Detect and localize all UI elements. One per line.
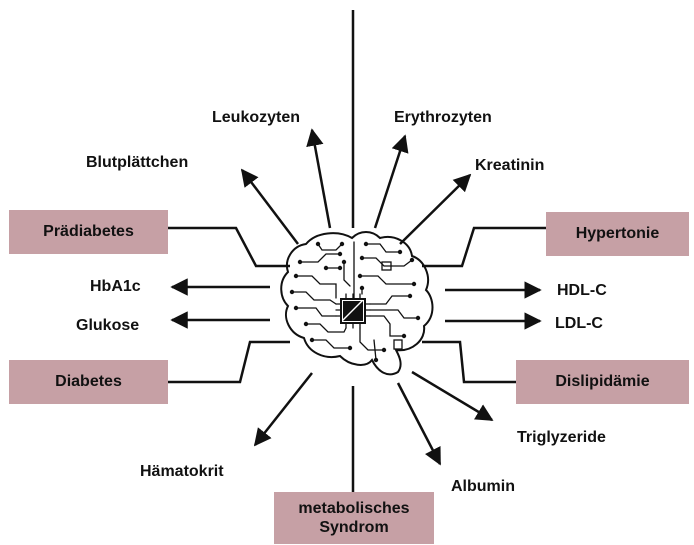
condition-label-dislipidamie: Dislipidämie xyxy=(555,372,649,391)
marker-label-kreatinin: Kreatinin xyxy=(475,158,544,174)
arrow-albumin xyxy=(398,383,440,464)
condition-box-hypertonie: Hypertonie xyxy=(546,212,689,256)
condition-label-metabolisches-syndrom: metabolisches Syndrom xyxy=(298,499,409,537)
arrow-triglyzeride xyxy=(412,372,492,420)
marker-label-hamatokrit: Hämatokrit xyxy=(140,464,224,480)
marker-label-leukozyten: Leukozyten xyxy=(212,110,300,126)
arrow-hamatokrit xyxy=(255,373,312,445)
condition-label-pradiabetes: Prädiabetes xyxy=(43,222,134,241)
connector-hypertonie xyxy=(422,228,546,266)
arrow-kreatinin xyxy=(400,175,470,244)
marker-label-triglyzeride: Triglyzeride xyxy=(517,430,606,446)
arrow-erythrozyten xyxy=(375,136,405,228)
marker-label-blutplattchen: Blutplättchen xyxy=(86,155,188,171)
marker-label-erythrozyten: Erythrozyten xyxy=(394,110,492,126)
marker-label-ldl-c: LDL-C xyxy=(555,316,603,332)
condition-box-pradiabetes: Prädiabetes xyxy=(9,210,168,254)
arrow-blutplattchen xyxy=(242,170,298,244)
connector-diabetes xyxy=(168,342,290,382)
condition-label-hypertonie: Hypertonie xyxy=(576,224,660,243)
marker-label-albumin: Albumin xyxy=(451,479,515,495)
marker-label-hba1c: HbA1c xyxy=(90,279,141,295)
condition-label-diabetes: Diabetes xyxy=(55,372,122,391)
connector-pradiabetes xyxy=(168,228,290,266)
condition-box-metabolisches-syndrom: metabolisches Syndrom xyxy=(274,492,434,544)
marker-label-glukose: Glukose xyxy=(76,318,139,334)
connector-dislipidamie xyxy=(422,342,516,382)
circuit-brain-icon xyxy=(281,232,432,374)
arrow-leukozyten xyxy=(312,130,330,228)
condition-box-diabetes: Diabetes xyxy=(9,360,168,404)
condition-box-dislipidamie: Dislipidämie xyxy=(516,360,689,404)
marker-label-hdl-c: HDL-C xyxy=(557,283,607,299)
